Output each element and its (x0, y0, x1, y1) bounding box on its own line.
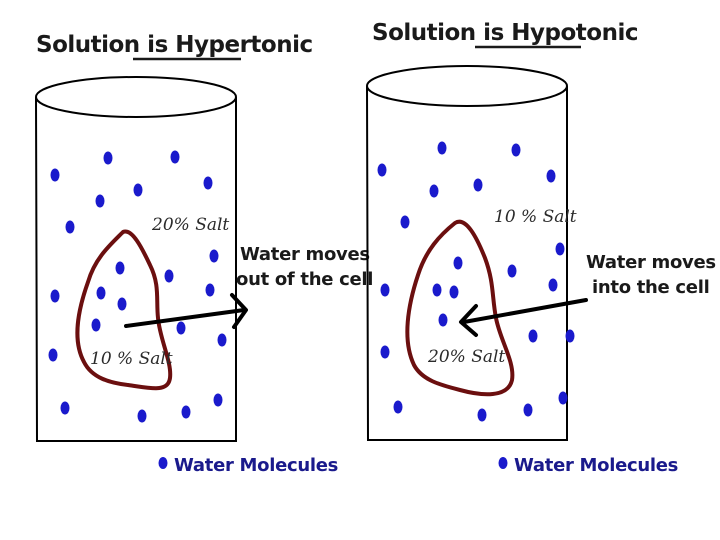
hypertonic-arrow-label-line2: out of the cell (236, 269, 373, 290)
hypotonic-title: Solution is Hypotonic (372, 20, 638, 46)
hypotonic-legend-label: Water Molecules (514, 455, 678, 476)
hypertonic-outside-salt-label: 20% Salt (151, 215, 229, 235)
water-molecule (380, 345, 390, 359)
hypertonic-beaker-rim (35, 76, 237, 118)
water-molecule (400, 215, 410, 229)
hypotonic-arrow-label-line1: Water moves (586, 252, 716, 273)
water-molecule (377, 163, 387, 177)
water-molecule (115, 261, 125, 275)
water-molecule (528, 329, 538, 343)
hypotonic-title-keyword: Hypotonic (511, 20, 638, 46)
water-molecule (203, 176, 213, 190)
water-molecule (548, 278, 558, 292)
water-molecule (380, 283, 390, 297)
hypotonic-arrow-label-line2: into the cell (592, 277, 709, 298)
hypertonic-title: Solution is Hypertonic (36, 32, 313, 58)
hypertonic-arrow (124, 293, 248, 329)
hypotonic-arrow (459, 298, 588, 337)
hypertonic-beaker-body (35, 96, 237, 442)
water-molecule (546, 169, 556, 183)
hypotonic-title-prefix: Solution is (372, 20, 511, 46)
water-molecule (96, 286, 106, 300)
water-molecule (103, 151, 113, 165)
water-molecule (60, 401, 70, 415)
water-molecule (91, 318, 101, 332)
hypertonic-water-molecules (48, 150, 227, 423)
water-molecule (164, 269, 174, 283)
water-molecule (137, 409, 147, 423)
hypertonic-title-keyword: Hypertonic (175, 32, 312, 58)
water-molecule (558, 391, 568, 405)
water-molecule (213, 393, 223, 407)
water-molecule (555, 242, 565, 256)
water-molecule (429, 184, 439, 198)
hypotonic-cell-membrane (405, 219, 515, 397)
hypotonic-outside-salt-label: 10 % Salt (494, 207, 577, 227)
hypotonic-beaker-body (366, 85, 568, 441)
water-molecule (453, 256, 463, 270)
water-molecule (205, 283, 215, 297)
hypotonic-panel: Solution is Hypotonic 10 % Salt 20% Salt (366, 20, 716, 476)
water-molecule (176, 321, 186, 335)
water-molecule (393, 400, 403, 414)
water-molecule (181, 405, 191, 419)
hypotonic-legend-dot (498, 457, 508, 469)
water-molecule (523, 403, 533, 417)
water-molecule (511, 143, 521, 157)
hypertonic-title-prefix: Solution is (36, 32, 175, 58)
water-molecule (438, 313, 448, 327)
water-molecule (449, 285, 459, 299)
hypotonic-water-molecules (377, 141, 575, 422)
water-molecule (217, 333, 227, 347)
hypotonic-beaker-rim (366, 65, 568, 107)
water-molecule (117, 297, 127, 311)
hypotonic-inside-salt-label: 20% Salt (427, 347, 505, 367)
hypertonic-legend-dot (158, 457, 168, 469)
water-molecule (565, 329, 575, 343)
hypertonic-inside-salt-label: 10 % Salt (90, 349, 173, 369)
water-molecule (65, 220, 75, 234)
water-molecule (209, 249, 219, 263)
water-molecule (437, 141, 447, 155)
water-molecule (50, 289, 60, 303)
water-molecule (477, 408, 487, 422)
hypertonic-arrow-label-line1: Water moves (240, 244, 370, 265)
water-molecule (50, 168, 60, 182)
water-molecule (473, 178, 483, 192)
hypertonic-panel: Solution is Hypertonic 20% Salt 10 % Sal… (35, 32, 373, 476)
water-molecule (133, 183, 143, 197)
water-molecule (170, 150, 180, 164)
water-molecule (432, 283, 442, 297)
hypertonic-legend-label: Water Molecules (174, 455, 338, 476)
water-molecule (507, 264, 517, 278)
water-molecule (95, 194, 105, 208)
hypertonic-cell-membrane (75, 229, 173, 391)
water-molecule (48, 348, 58, 362)
